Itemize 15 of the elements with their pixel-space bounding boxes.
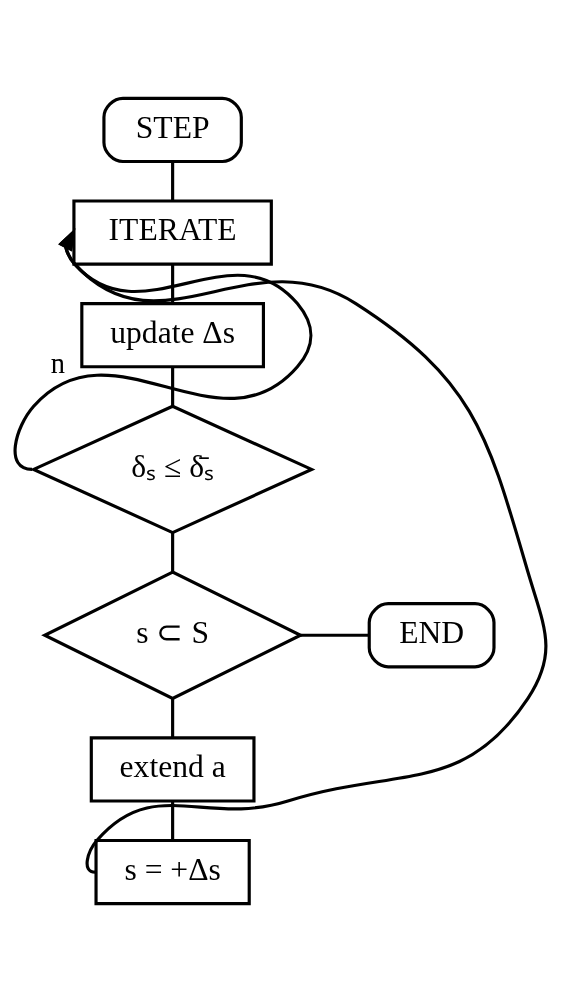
- connector: [171, 366, 175, 406]
- node-box: update Δs: [80, 301, 265, 368]
- connector: [171, 264, 175, 303]
- connector: [171, 161, 175, 201]
- node-diamond: δₛ ≤ δ̄ₛ: [29, 404, 316, 534]
- node-box: s = +Δs: [94, 838, 251, 905]
- node-box: extend a: [89, 735, 256, 803]
- node-box: ITERATE: [72, 198, 273, 266]
- connector: [171, 698, 175, 737]
- node-box: STEP: [102, 96, 243, 163]
- node-box: END: [367, 601, 496, 668]
- edge-label: n: [50, 347, 66, 379]
- connector: [300, 633, 370, 637]
- connector: [171, 532, 175, 572]
- connector: [171, 800, 175, 840]
